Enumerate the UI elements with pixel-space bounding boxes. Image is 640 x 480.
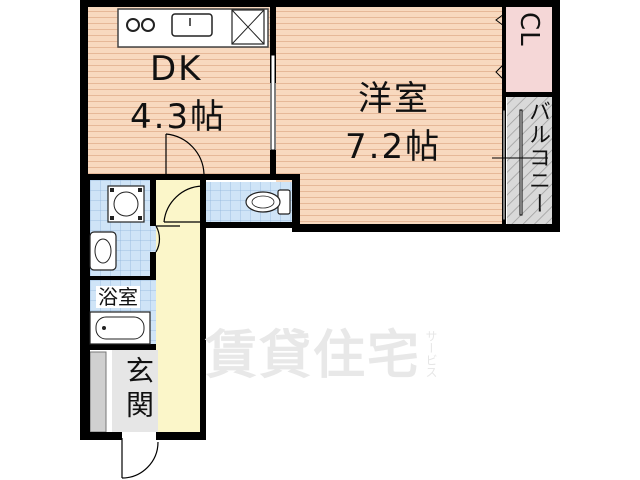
dk-room-name: DK bbox=[150, 49, 203, 89]
entrance-label: 玄関 bbox=[122, 356, 155, 424]
washroom-door-swing-icon bbox=[155, 225, 180, 253]
dk-room-size: 4.3帖 bbox=[130, 97, 227, 137]
windows bbox=[270, 54, 523, 221]
stove-burner-right-icon bbox=[141, 18, 155, 32]
stove-burner-left-icon bbox=[126, 18, 140, 32]
front-door-swing-icon bbox=[121, 438, 159, 479]
closet-floor bbox=[506, 6, 552, 92]
dk-door-swing-icon bbox=[165, 133, 205, 176]
walls bbox=[80, 0, 560, 440]
wash-basin-icon bbox=[89, 231, 117, 271]
washing-machine-icon bbox=[107, 185, 145, 223]
balcony-floor bbox=[507, 97, 552, 224]
toilet-door-swing-icon bbox=[163, 185, 204, 223]
watermark-text: 賃貸住宅 bbox=[205, 326, 422, 386]
closet-label: CL bbox=[514, 12, 544, 47]
toilet-icon bbox=[245, 189, 291, 215]
western-room-size: 7.2帖 bbox=[345, 127, 442, 167]
watermark-subtext: サービス bbox=[424, 330, 438, 378]
bathtub-icon bbox=[89, 311, 151, 345]
balcony-label: バルコニー bbox=[525, 100, 550, 215]
corridor-floor bbox=[156, 176, 206, 434]
kitchen-sink-icon bbox=[171, 13, 213, 37]
shoe-cabinet bbox=[89, 351, 107, 433]
entrance-floor bbox=[112, 350, 158, 432]
western-room-name: 洋室 bbox=[358, 79, 430, 119]
kitchen-counter bbox=[117, 8, 269, 48]
western-room-floor bbox=[276, 6, 502, 224]
closet-door-mark bbox=[495, 13, 505, 81]
bath-label: 浴室 bbox=[96, 285, 140, 309]
